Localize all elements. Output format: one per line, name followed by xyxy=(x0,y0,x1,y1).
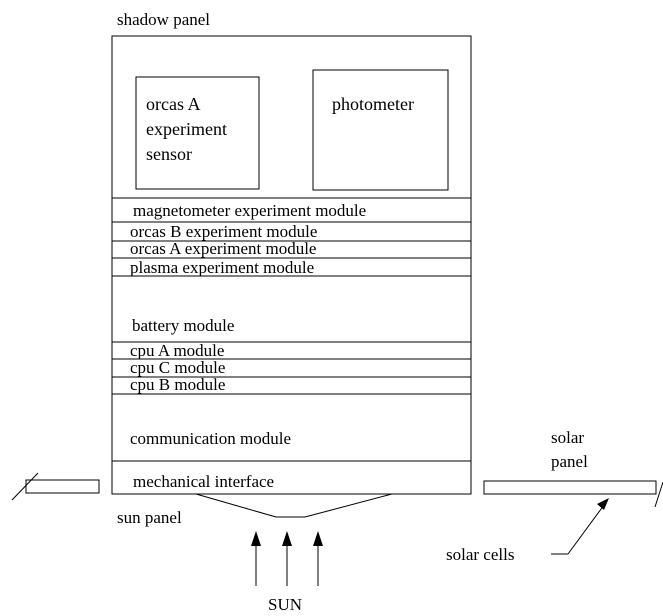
cpu-a-module-label: cpu A module xyxy=(130,341,224,360)
sensor-label-line2: experiment xyxy=(146,119,227,139)
photometer-label: photometer xyxy=(332,94,414,114)
orcas-a-module-label: orcas A experiment module xyxy=(130,239,316,258)
solar-panel-label-line2: panel xyxy=(551,452,588,471)
arrowhead-icon xyxy=(251,531,261,546)
cpu-b-module-label: cpu B module xyxy=(130,375,225,394)
cpu-c-module-label: cpu C module xyxy=(130,358,225,377)
module-dividers xyxy=(112,197,471,462)
sun-label: SUN xyxy=(268,595,302,614)
arrowhead-icon xyxy=(313,531,323,546)
pointer-diagonal xyxy=(567,504,605,555)
sensor-label-line1: orcas A xyxy=(146,94,200,114)
left-panel-break-line xyxy=(11,472,39,501)
pointer-arrowhead xyxy=(597,498,609,510)
mechanical-interface-label: mechanical interface xyxy=(133,472,274,491)
right-panel-break-line xyxy=(654,481,663,508)
sensor-label-line3: sensor xyxy=(146,144,192,164)
plasma-module-label: plasma experiment module xyxy=(130,258,314,277)
solar-cells-label: solar cells xyxy=(446,545,514,564)
right-solar-panel xyxy=(483,480,663,508)
communication-module-label: communication module xyxy=(130,429,291,448)
photometer-box xyxy=(312,69,449,191)
orcas-a-sensor-box xyxy=(135,76,260,190)
solar-cells-pointer xyxy=(551,498,609,555)
right-solar-panel-body xyxy=(483,480,657,495)
shadow-panel-label: shadow panel xyxy=(117,10,210,29)
magnetometer-module-label: magnetometer experiment module xyxy=(133,201,366,220)
orcas-b-module-label: orcas B experiment module xyxy=(130,222,317,241)
sun-panel-shape xyxy=(195,493,393,518)
arrowhead-icon xyxy=(282,531,292,546)
satellite-body xyxy=(111,35,472,495)
solar-panel-label-line1: solar xyxy=(551,428,584,447)
left-solar-panel xyxy=(11,472,100,501)
sun-panel-label: sun panel xyxy=(117,508,182,527)
battery-module-label: battery module xyxy=(132,316,234,335)
sun-rays xyxy=(255,543,319,586)
sun-ray-arrowheads xyxy=(251,531,323,546)
left-solar-panel-body xyxy=(25,479,100,494)
